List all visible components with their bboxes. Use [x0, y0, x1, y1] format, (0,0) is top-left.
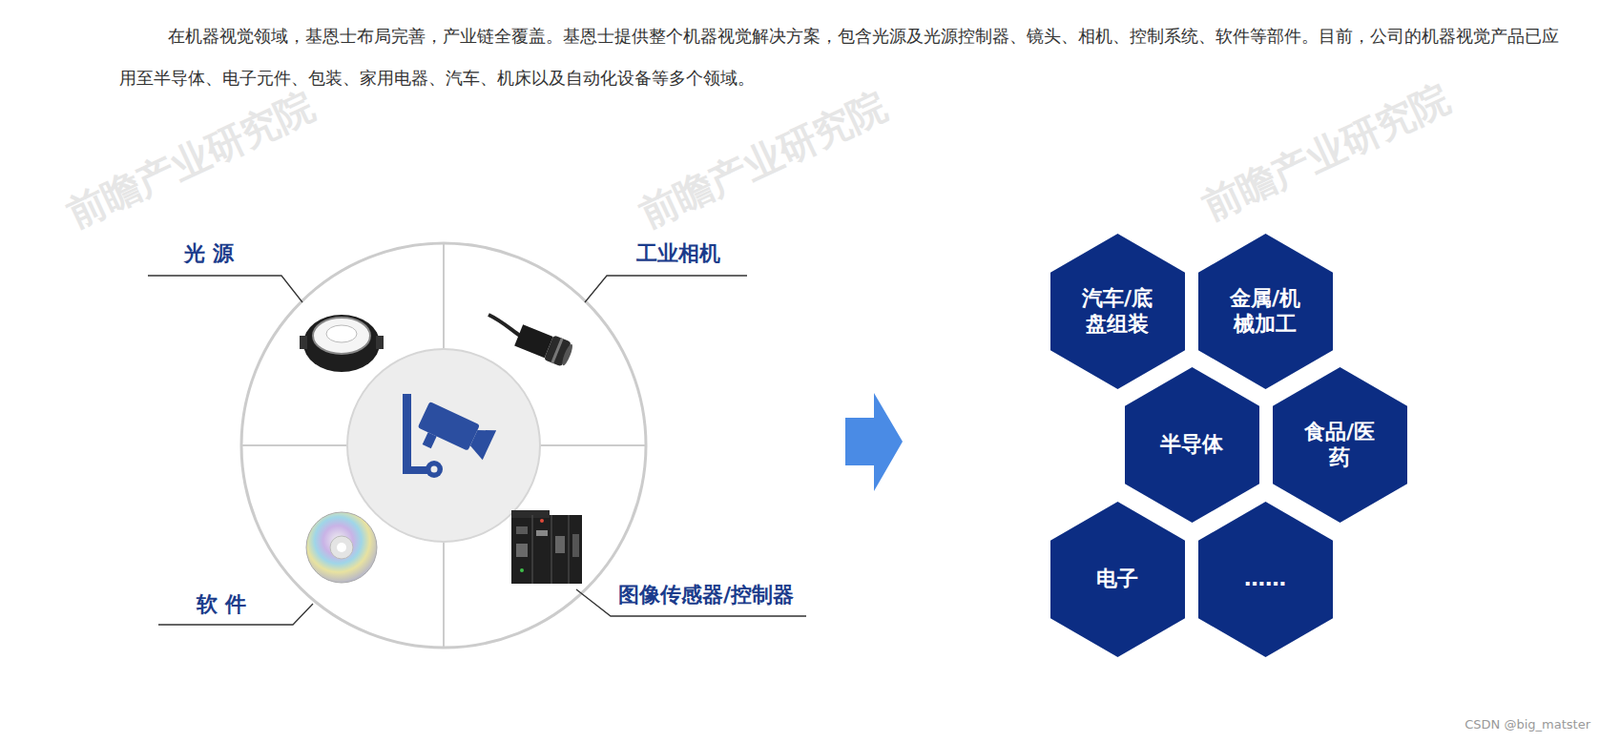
- intro-paragraph: 在机器视觉领域，基恩士布局完善，产业链全覆盖。基恩士提供整个机器视觉解决方案，包…: [119, 15, 1565, 100]
- divider: [442, 541, 445, 648]
- sector-name: 金属/机械加工: [1221, 285, 1310, 338]
- sector-name: 电子: [1073, 565, 1162, 593]
- cd-icon: [306, 512, 377, 583]
- part-name: 图像传感器/控制器: [618, 581, 794, 610]
- hexagon-fill: [1198, 501, 1333, 658]
- part-name: 软 件: [196, 590, 247, 620]
- leader-line: [584, 275, 748, 303]
- sector-name: 汽车/底盘组装: [1073, 285, 1162, 338]
- leader-line: [147, 275, 303, 303]
- watermark: 前瞻产业研究院: [630, 80, 895, 241]
- vision-icon: [402, 394, 497, 478]
- hexagon-fill: [1050, 501, 1185, 658]
- hexagon-fill: [1050, 233, 1185, 390]
- sector-hexagon: 食品/医药: [1272, 367, 1408, 523]
- divider: [540, 444, 646, 447]
- watermark: 前瞻产业研究院: [1193, 72, 1458, 233]
- hexagon-fill: [1198, 233, 1333, 390]
- camera-icon: [488, 314, 576, 369]
- hexagon-shape: [1198, 233, 1333, 390]
- outer-circle: [241, 243, 646, 648]
- source-credit: CSDN @big_matster: [1464, 717, 1591, 732]
- divider: [442, 243, 445, 350]
- sector-hexagon: 电子: [1050, 501, 1185, 658]
- part-name: 光 源: [184, 239, 234, 269]
- hexagon-shape: [1050, 233, 1185, 390]
- sector-hexagon: 金属/机械加工: [1198, 233, 1333, 390]
- inner-circle: [347, 349, 541, 542]
- part-name: 工业相机: [636, 239, 721, 269]
- sector-name: ……: [1221, 565, 1310, 593]
- flow-arrow: [845, 393, 903, 492]
- sector-hexagon: 汽车/底盘组装: [1050, 233, 1185, 390]
- divider: [241, 444, 348, 447]
- watermark: 前瞻产业研究院: [58, 80, 323, 241]
- hexagon-fill: [1272, 367, 1408, 523]
- sector-hexagon: 半导体: [1124, 367, 1260, 523]
- sector-hexagon: ……: [1198, 501, 1333, 658]
- sector-name: 食品/医药: [1295, 418, 1384, 472]
- controller-icon: [511, 510, 582, 584]
- hexagon-shape: [1272, 367, 1408, 523]
- sector-name: 半导体: [1147, 431, 1236, 458]
- ring-light-icon: [299, 314, 384, 373]
- hexagon-fill: [1124, 367, 1260, 523]
